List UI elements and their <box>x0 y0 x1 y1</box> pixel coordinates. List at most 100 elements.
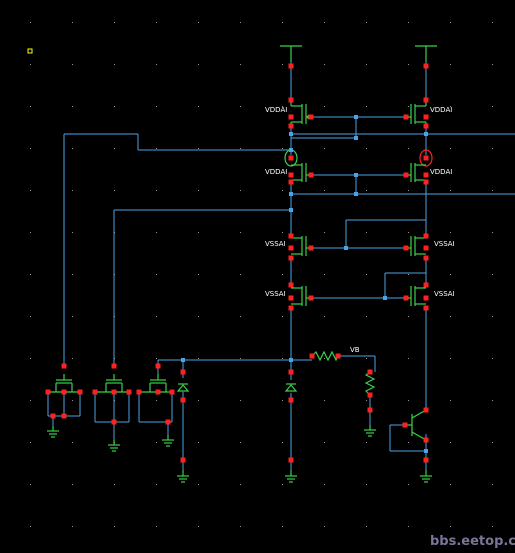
grid-dot <box>198 316 199 317</box>
diode <box>284 383 298 392</box>
pin-marker <box>308 114 314 120</box>
grid-dot <box>324 484 325 485</box>
pin-markers <box>45 63 429 463</box>
grid-dot <box>198 190 199 191</box>
ground-symbol <box>162 435 174 447</box>
ground-symbol <box>285 470 297 483</box>
nmos-transistor <box>291 286 311 306</box>
pin-marker <box>288 245 294 251</box>
grid-dot <box>450 232 451 233</box>
pin-marker <box>423 245 429 251</box>
grid-dot <box>492 190 493 191</box>
pin-marker <box>367 392 373 398</box>
pin-marker <box>169 389 175 395</box>
pin-marker <box>180 369 186 375</box>
grid-dot <box>72 64 73 65</box>
devices <box>47 45 437 483</box>
grid-dot <box>30 526 31 527</box>
origin-marker <box>27 48 33 54</box>
grid-dot <box>156 442 157 443</box>
watermark: bbs.eetop.cn <box>430 534 515 549</box>
diode <box>176 383 190 392</box>
grid-dot <box>72 22 73 23</box>
pin-marker <box>165 419 171 425</box>
pin-marker <box>126 389 132 395</box>
ground-symbol <box>177 470 189 483</box>
grid-dot <box>282 358 283 359</box>
grid-dot <box>114 148 115 149</box>
grid-dot <box>198 526 199 527</box>
vdd-supply-left <box>280 45 302 62</box>
grid-dot <box>366 316 367 317</box>
label-vddai-right-2: VDDAI <box>430 168 452 176</box>
label-vssai-right-2: VSSAI <box>434 290 455 298</box>
grid-dot <box>72 316 73 317</box>
grid-dot <box>492 484 493 485</box>
nmos-transistor <box>291 236 311 256</box>
grid-dot <box>114 526 115 527</box>
resistor <box>311 350 339 362</box>
pin-marker <box>423 172 429 178</box>
grid-dot <box>240 148 241 149</box>
grid-dot <box>156 22 157 23</box>
grid-dot <box>324 526 325 527</box>
label-vssai-right-1: VSSAI <box>434 240 455 248</box>
grid-dot <box>492 148 493 149</box>
grid-dot <box>324 64 325 65</box>
grid-dot <box>198 148 199 149</box>
pin-marker <box>155 363 161 369</box>
grid-dot <box>30 232 31 233</box>
grid-dot <box>450 148 451 149</box>
grid-dot <box>282 316 283 317</box>
grid-dot <box>492 316 493 317</box>
grid-dot <box>282 484 283 485</box>
vdd-supply-right <box>415 45 437 62</box>
label-vssai-left-2: VSSAI <box>265 290 286 298</box>
pin-marker <box>423 233 429 239</box>
pin-marker <box>288 295 294 301</box>
grid-dot <box>282 232 283 233</box>
grid-dot <box>450 190 451 191</box>
grid-dot <box>198 274 199 275</box>
grid-dot <box>324 442 325 443</box>
pin-marker <box>288 97 294 103</box>
label-vssai-left-1: VSSAI <box>265 240 286 248</box>
pin-marker <box>111 363 117 369</box>
grid-dot <box>282 106 283 107</box>
grid-dot <box>114 106 115 107</box>
pin-marker <box>111 419 117 425</box>
grid-dot <box>324 274 325 275</box>
grid-dot <box>30 22 31 23</box>
grid-dot <box>408 232 409 233</box>
nmos-transistor <box>406 286 426 306</box>
grid-dot <box>450 64 451 65</box>
grid-dot <box>156 148 157 149</box>
grid-dot <box>324 316 325 317</box>
grid-dot <box>156 106 157 107</box>
grid-dot <box>30 316 31 317</box>
grid-dot <box>240 442 241 443</box>
grid-dot <box>240 274 241 275</box>
mos-cell <box>48 374 80 393</box>
pin-marker <box>367 369 373 375</box>
pin-marker <box>423 282 429 288</box>
pin-marker <box>288 155 294 161</box>
nmos-transistor <box>406 236 426 256</box>
grid-dot <box>240 484 241 485</box>
grid-dot <box>198 442 199 443</box>
grid-dot <box>408 274 409 275</box>
grid-dot <box>366 526 367 527</box>
grid-dot <box>156 526 157 527</box>
grid-dot <box>72 274 73 275</box>
pin-marker <box>403 245 409 251</box>
grid-dot <box>72 358 73 359</box>
pin-marker <box>423 295 429 301</box>
grid-dot <box>450 400 451 401</box>
grid-dot <box>30 400 31 401</box>
ground-symbol <box>47 426 59 438</box>
grid-dot <box>324 358 325 359</box>
grid-dot <box>198 64 199 65</box>
grid-dot <box>30 484 31 485</box>
pin-marker <box>180 457 186 463</box>
